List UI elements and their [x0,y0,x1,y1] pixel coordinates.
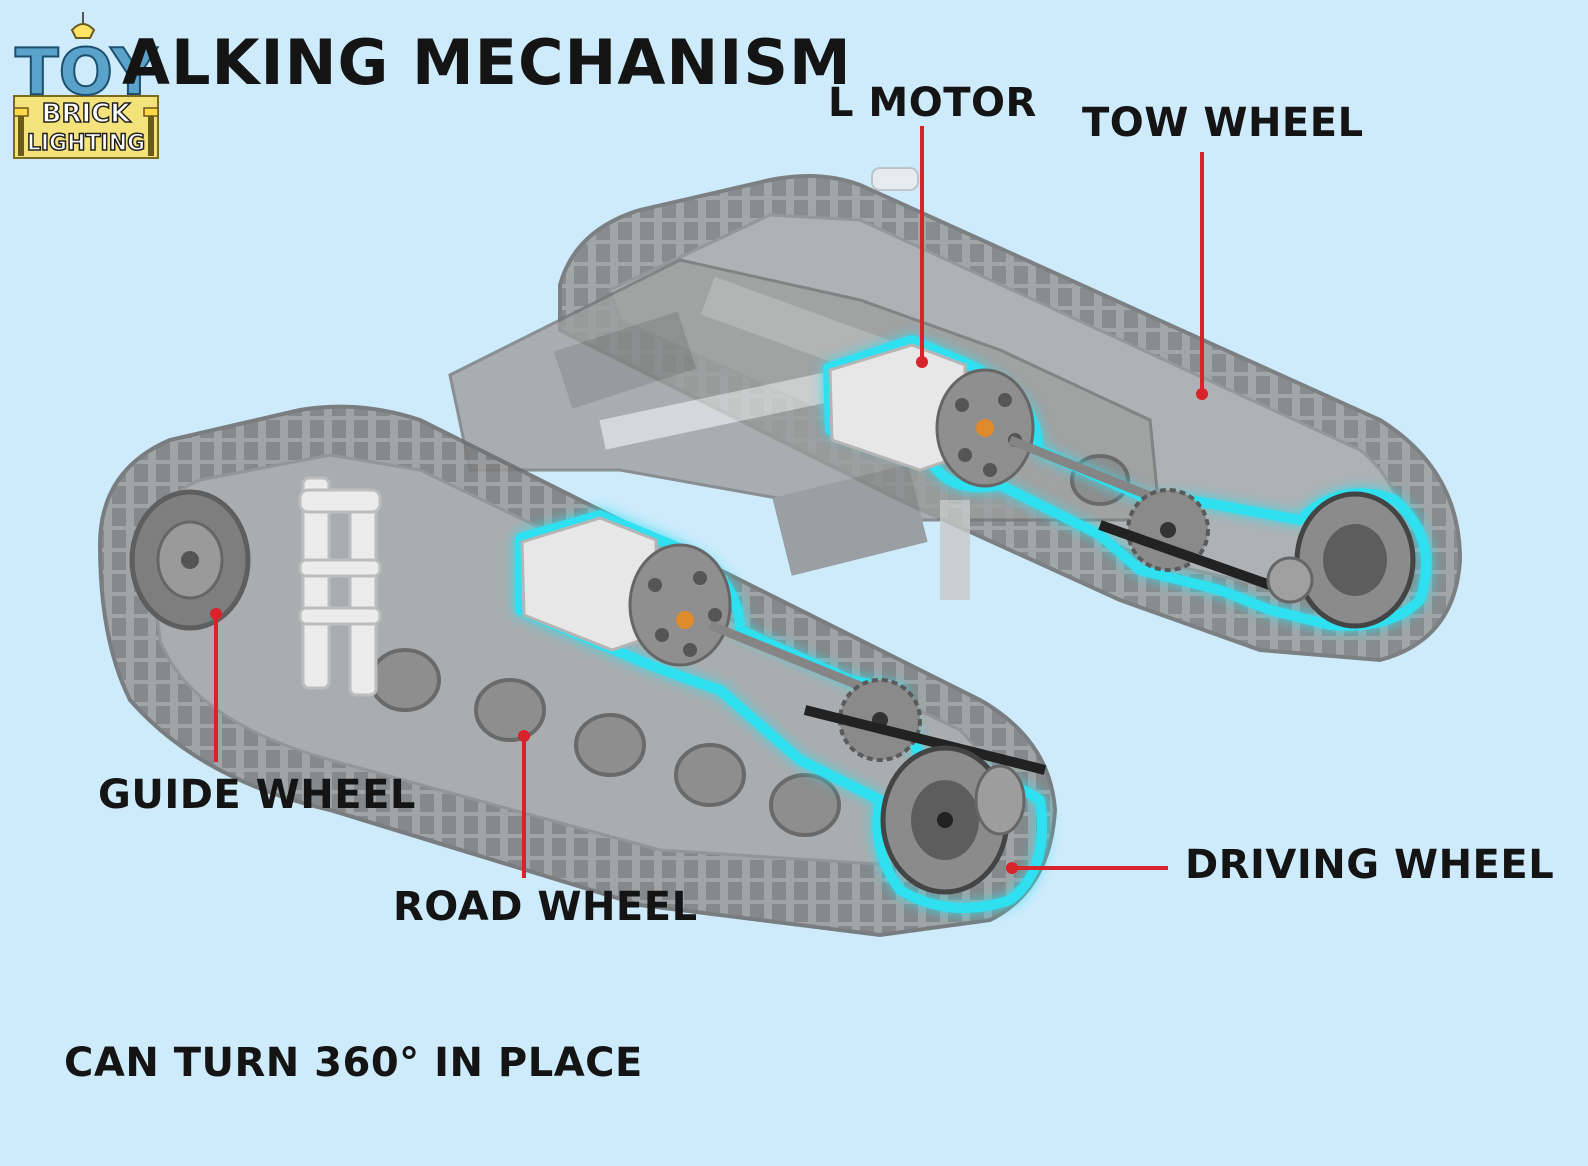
callout-lines [210,126,1208,878]
label-driving-wheel: DRIVING WHEEL [1185,842,1555,888]
brand-logo: TOY BRICK LIGHTING [13,12,159,159]
callout-road-wheel [518,730,530,878]
rear-motor [828,343,1416,629]
logo-brick: BRICK [42,99,132,129]
callout-l-motor [916,126,928,368]
ladder-beam [298,476,382,697]
logo-toy: TOY [15,36,158,110]
page-title: ALKING MECHANISM [122,26,852,99]
label-guide-wheel: GUIDE WHEEL [98,772,416,818]
guide-wheel [129,489,251,631]
front-drivetrain [515,510,1047,913]
bulb-icon [70,12,96,39]
label-road-wheel: ROAD WHEEL [393,884,698,930]
callout-driving-wheel [1006,862,1168,874]
caption-turn-in-place: CAN TURN 360° IN PLACE [64,1040,643,1086]
lamp-post-icon [13,107,159,156]
callout-guide-wheel [210,608,222,762]
logo-lighting: LIGHTING [27,131,145,156]
label-l-motor: L MOTOR [828,80,1037,126]
label-tow-wheel: TOW WHEEL [1082,100,1364,146]
callout-tow-wheel [1196,152,1208,400]
front-motor [520,516,1047,895]
